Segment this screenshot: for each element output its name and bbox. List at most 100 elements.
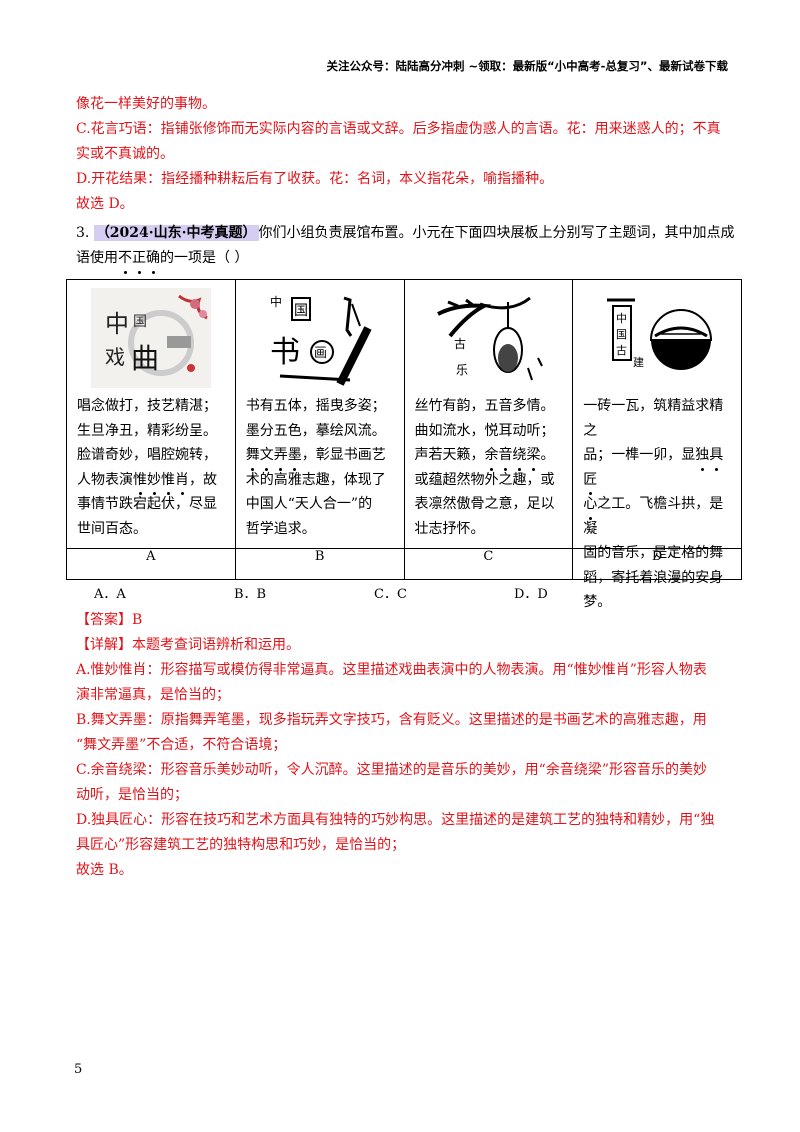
panel-text-segment: 蹈，寄托着浪漫的安身 <box>583 569 724 586</box>
option-c[interactable]: C．C <box>374 587 407 602</box>
panel-text-segment: 之工。飞檐斗拱，是凝 <box>583 496 724 537</box>
panel-text-line: 书有五体，摇曳多姿； <box>246 394 394 419</box>
panel-text-line: 事情节跌宕起伏，尽显 <box>77 492 225 517</box>
panel-text-line: 舞文弄墨，彰显书画艺 <box>246 443 394 470</box>
question-stem: 3. （2024·山东·中考真题）你们小组负责展馆布置。小元在下面四块展板上分别… <box>76 221 736 246</box>
panel-text-segment: 墨分五色，摹绘风流。 <box>245 422 386 439</box>
panel-text-segment: 唱念做打，技艺精湛； <box>77 398 217 414</box>
detail-d-cont: 具匠心”形容建筑工艺的独特构思和巧妙，是恰当的； <box>76 837 406 853</box>
svg-text:古: 古 <box>454 336 466 351</box>
panel-text-segment: 或蕴超然物外之趣，或 <box>414 471 555 488</box>
option-a[interactable]: A．A <box>94 587 126 602</box>
panel-d-text: 一砖一瓦，筑精益求精之品；一榫一卯，显独具匠心之工。飞檐斗拱，是凝固的音乐，是定… <box>583 394 731 615</box>
svg-text:国: 国 <box>133 314 147 330</box>
calligraphy-image: 中 国 书 画 <box>259 288 380 388</box>
emphasis-not-correct: 不正确 <box>118 250 160 274</box>
detail-b-cont: “舞文弄墨”不合适，不符合语境； <box>76 737 287 753</box>
panel-a-label: A <box>66 548 236 580</box>
panel-c-label: C <box>403 548 574 580</box>
answer-line: 【答案】B <box>76 608 736 633</box>
svg-text:古: 古 <box>616 344 627 357</box>
panel-text-line: 世间百态。 <box>77 517 225 542</box>
panel-text-segment: 表凛然傲骨之意，足以 <box>414 496 555 512</box>
svg-text:建: 建 <box>633 355 644 369</box>
detail-d: D.独具匠心：形容在技巧和艺术方面具有独特的巧妙构思。这里描述的是建筑工艺的独特… <box>76 812 715 828</box>
panel-text-line: 一砖一瓦，筑精益求精之 <box>583 394 731 443</box>
instrument-image: 古 乐 <box>428 288 549 388</box>
option-b[interactable]: B．B <box>234 587 267 602</box>
dotted-idiom: 独具匠 <box>583 447 723 495</box>
prev-option-c-cont: 实或不真诚的。 <box>76 146 174 162</box>
dotted-idiom: 心 <box>583 496 597 519</box>
panel-text-line: 生旦净丑，精彩纷呈。 <box>77 419 225 444</box>
panel-text-segment: 壮志抒怀。 <box>414 520 485 537</box>
panel-text-segment: ，故 <box>189 471 217 488</box>
opera-poster-image: 中 国 戏 曲 <box>90 288 211 388</box>
panel-text-segment: 脸谱奇妙，唱腔婉转， <box>77 447 217 463</box>
panel-d-label: D <box>572 548 742 580</box>
svg-text:国: 国 <box>294 303 308 319</box>
panel-text-line: 梦。 <box>583 590 731 615</box>
panel-c: 古 乐 丝竹有韵，五音多情。曲如流水，悦耳动听；声若天籁，余音绕梁。或蕴超然物外… <box>403 279 574 549</box>
svg-text:曲: 曲 <box>131 342 159 375</box>
detail-c: C.余音绕梁：形容音乐美妙动听，令人沉醉。这里描述的是音乐的美妙，用“余音绕梁”… <box>76 762 707 778</box>
panel-text-line: 术的高雅志趣，体现了 <box>246 468 394 493</box>
exhibit-panels-table: 中 国 戏 曲 唱念做打，技艺精湛； 生旦净丑，精彩纷呈。脸谱奇妙，唱腔婉转， 人物… <box>66 279 742 610</box>
panel-text-segment: ，彰显书画艺 <box>301 447 386 463</box>
svg-text:中: 中 <box>105 310 129 338</box>
detail-c-cont: 动听，是恰当的； <box>76 787 188 803</box>
not-correct-text: 不正确 <box>118 250 160 274</box>
panel-text-line: 墨分五色，摹绘风流。 <box>246 419 394 444</box>
panel-text-line: 人物表演惟妙惟肖，故 <box>77 468 225 495</box>
prev-option-c: C.花言巧语：指铺张修饰而无实际内容的言语或文辞。后多指虚伪惑人的言语。花：用来… <box>76 121 721 137</box>
svg-text:国: 国 <box>616 328 627 341</box>
option-d[interactable]: D．D <box>514 587 548 602</box>
panel-text-line: 哲学追求。 <box>246 517 394 542</box>
panel-c-text: 丝竹有韵，五音多情。曲如流水，悦耳动听；声若天籁，余音绕梁。或蕴超然物外之趣，或… <box>415 394 563 541</box>
panel-text-segment: 一砖一瓦，筑精益求精之 <box>583 398 724 439</box>
panel-b-text: 书有五体，摇曳多姿；墨分五色，摹绘风流。舞文弄墨，彰显书画艺术的高雅志趣，体现了… <box>246 394 394 541</box>
svg-text:中: 中 <box>616 312 627 325</box>
detail-a-cont: 演非常逼真，是恰当的； <box>76 687 230 703</box>
panel-text-line: 心之工。飞檐斗拱，是凝 <box>583 492 731 541</box>
prev-option-d: D.开花结果：指经播种耕耘后有了收获。花：名词，本义指花朵，喻指播种。 <box>76 171 554 187</box>
panel-text-segment: 品；一榫一卯，显 <box>583 447 696 463</box>
dotted-idiom: 惟妙惟肖 <box>133 472 189 495</box>
panel-text-segment: 。 <box>540 447 555 463</box>
panel-text-line: 壮志抒怀。 <box>415 517 563 542</box>
panel-text-line: 声若天籁，余音绕梁。 <box>415 443 563 470</box>
panel-text-line: 中国人“天人合一”的 <box>246 492 394 517</box>
dotted-idiom: 余音绕梁 <box>485 447 541 470</box>
dotted-idiom: 舞文弄墨 <box>246 447 302 470</box>
architecture-image: 中 国 古 建 <box>597 288 718 388</box>
svg-text:戏: 戏 <box>105 345 125 369</box>
answer-label: 【答案】 <box>76 612 132 628</box>
panel-text-segment: 人物表演 <box>77 471 133 488</box>
panel-text-segment: 中国人“天人合一”的 <box>245 496 373 512</box>
detail-label: 【详解】 <box>76 637 132 653</box>
panel-text-line: 蹈，寄托着浪漫的安身 <box>583 566 731 591</box>
answer-value: B <box>132 612 143 628</box>
detail-choose: 故选 B。 <box>76 862 133 878</box>
prev-choose: 故选 D。 <box>76 196 134 212</box>
svg-text:中: 中 <box>270 294 282 309</box>
panel-text-line: 或蕴超然物外之趣，或 <box>415 468 563 493</box>
detail-intro-text: 本题考查词语辨析和运用。 <box>132 637 300 653</box>
document-body: 像花一样美好的事物。 C.花言巧语：指铺张修饰而无实际内容的言语或文辞。后多指虚… <box>66 92 742 883</box>
panel-b: 中 国 书 画 书有五体，摇曳多姿；墨分五色，摹绘风流。舞文弄墨，彰显书画艺术的… <box>234 279 405 549</box>
panel-text-segment: 哲学追求。 <box>245 520 316 537</box>
question-stem-2: 语使用不正确的一项是（ ） <box>76 246 736 274</box>
svg-text:书: 书 <box>270 335 300 370</box>
panel-text-line: 脸谱奇妙，唱腔婉转， <box>77 443 225 468</box>
question-text-1: 你们小组负责展馆布置。小元在下面四块展板上分别写了主题词，其中加点成 <box>258 225 735 241</box>
panel-text-segment: 梦。 <box>583 594 612 610</box>
panel-text-line: 表凛然傲骨之意，足以 <box>415 492 563 517</box>
panel-text-segment: 丝竹有韵，五音多情。 <box>414 398 555 414</box>
panel-d: 中 国 古 建 一砖一瓦，筑精益求精之品；一榫一卯，显独具匠心之工。飞檐斗拱，是… <box>572 279 742 610</box>
page-header: 关注公众号：陆陆高分冲刺 ~领取：最新版“小中高考-总复习”、最新试卷下载 <box>326 59 728 73</box>
prev-answer-line: 像花一样美好的事物。 <box>76 96 216 112</box>
question-text-2c: 的一项是（ ） <box>160 250 249 266</box>
detail-intro: 【详解】本题考查词语辨析和运用。 <box>76 633 736 658</box>
detail-b: B.舞文弄墨：原指舞弄笔墨，现多指玩弄文字技巧，含有贬义。这里描述的是书画艺术的… <box>76 712 707 728</box>
panel-text-line: 唱念做打，技艺精湛； <box>77 394 225 419</box>
